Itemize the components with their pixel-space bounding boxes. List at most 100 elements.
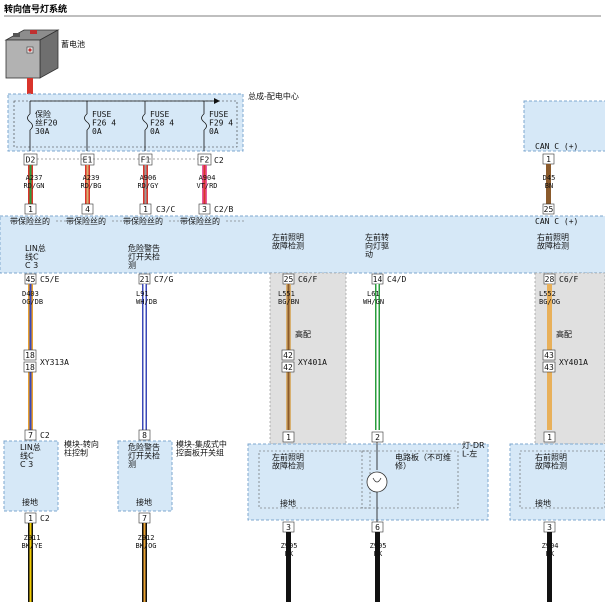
conn-c7g: C7/G [154, 275, 173, 284]
stalk-pin-top: 7 [28, 431, 33, 440]
band-module-left-lamp: 左前照明故障检测 [272, 232, 304, 250]
wire-d45 [546, 164, 551, 204]
wire-code-a904: A904 [199, 174, 216, 182]
pdc-label: 总成-配电中心 [248, 91, 299, 101]
wire-color-a237: RD/GN [23, 182, 44, 190]
right-lamp-ground: 接地 [535, 498, 551, 508]
fuse-1 [27, 101, 33, 151]
pin-21: 21 [140, 275, 150, 284]
xy401a-label-left: XY401A [298, 358, 327, 367]
xy313a-pin-2: 18 [25, 363, 35, 372]
band-pin-4: 3 [202, 205, 207, 214]
pdc-pin-1: D2 [26, 156, 36, 165]
band-fuse-label-1: 带保险丝的 [10, 216, 50, 226]
wire-color-a906: RD/GY [137, 182, 159, 190]
conn-c6f-right: C6/F [559, 275, 578, 284]
switch-module-box [117, 440, 173, 512]
wire-color-z905-left: BK [285, 550, 294, 558]
wire-color-z912: BK/OG [135, 542, 156, 550]
stalk-pin-bottom: 1 [28, 514, 33, 523]
stalk-ground: 接地 [22, 497, 38, 507]
stalk-conn-bottom: C2 [40, 514, 50, 523]
band-pin-3: 1 [143, 205, 148, 214]
wire-code-z905-left: Z905 [281, 542, 298, 550]
wire-code-l61: L61 [367, 290, 380, 298]
xy401a-pin-r2: 43 [544, 363, 554, 372]
xy313a-label: XY313A [40, 358, 69, 367]
band-can-label: CAN C (+) [535, 217, 578, 226]
band-module-hazard: 危险警告灯开关检测 [128, 243, 160, 270]
board-pin-bottom: 6 [375, 523, 380, 532]
can-pin2-box [542, 203, 555, 215]
pin-box [138, 429, 151, 441]
circuit-board-box [361, 450, 459, 509]
stalk-conn-top: C2 [40, 431, 50, 440]
band-module-right-lamp: 右前照明故障检测 [537, 232, 569, 250]
right-lamp-pin-bottom: 3 [547, 523, 552, 532]
switch-pin-bottom: 7 [142, 514, 147, 523]
pdc-pin-3: F1 [141, 156, 151, 165]
xy401a-label-right: XY401A [559, 358, 588, 367]
battery-label: 蓄电池 [61, 39, 85, 49]
wire-code-z905-board: Z905 [370, 542, 387, 550]
wire-code-z912: Z912 [138, 534, 155, 542]
wire-l552 [547, 284, 552, 350]
pin-box [23, 349, 37, 361]
wire-color-l91: WH/DB [136, 298, 157, 306]
conn-c4d: C4/D [387, 275, 406, 284]
page-title: 转向信号灯系统 [4, 5, 68, 15]
wire-code-z904: Z904 [542, 542, 559, 550]
main-band [0, 215, 605, 274]
can-box [523, 100, 605, 152]
wire-code-d45: D45 [543, 174, 556, 182]
left-lamp-pin-top: 1 [286, 433, 291, 442]
fuse-symbol-icon [27, 113, 33, 131]
pdc-inner-box [13, 100, 238, 148]
board-pin-top: 2 [375, 433, 380, 442]
band-pin-box [198, 203, 211, 215]
pin-box [23, 361, 37, 373]
wire-color-d403: OG/DB [22, 298, 43, 306]
switch-pin-top: 8 [142, 431, 147, 440]
band-pin-box [139, 203, 152, 215]
circuit-board-label: 电路板（不可维修） [395, 452, 451, 470]
high-beam-label-left: 高配 [295, 329, 311, 339]
fuse-4 [201, 101, 207, 151]
pin-box [371, 431, 384, 443]
right-lamp-box [509, 443, 605, 521]
fuse-symbol-icon [84, 113, 90, 131]
band-pin-box [24, 203, 37, 215]
wire-code-a237: A237 [26, 174, 43, 182]
fuse-3 [142, 101, 148, 151]
switch-module-label: 模块-集成式中控面板开关组 [176, 439, 227, 457]
wire-color-l552: BG/OG [539, 298, 560, 306]
pin-box [281, 349, 295, 361]
pin-14: 14 [373, 275, 383, 284]
xy313a-pin-1: 18 [25, 351, 35, 360]
fuse-symbol-icon [142, 113, 148, 131]
pdc-pin-connector: C2 [214, 156, 224, 165]
pin-box [542, 349, 556, 361]
right-lamp-name: 右前照明故障检测 [535, 452, 567, 470]
wire-color-a904: VT/RD [196, 182, 217, 190]
wire-z905-board [375, 532, 380, 602]
can-box-label: CAN C (+) [535, 142, 578, 151]
wire-z905-left [286, 532, 291, 602]
can-pin2: 25 [544, 205, 554, 214]
pin-box [282, 431, 295, 443]
pdc-pin-4: F2 [200, 156, 210, 165]
left-lamp-name: 左前照明故障检测 [272, 452, 304, 470]
wire-color-z905-board: BK [374, 550, 383, 558]
switch-ground: 接地 [136, 497, 152, 507]
band-conn-c3c: C3/C [156, 205, 175, 214]
pin-25: 25 [284, 275, 294, 284]
right-lamp-pin-top: 1 [547, 433, 552, 442]
wire-code-l91: L91 [136, 290, 149, 298]
left-lamp-ground: 接地 [280, 498, 296, 508]
pin-box [281, 361, 295, 373]
wire-code-z911: Z911 [24, 534, 41, 542]
